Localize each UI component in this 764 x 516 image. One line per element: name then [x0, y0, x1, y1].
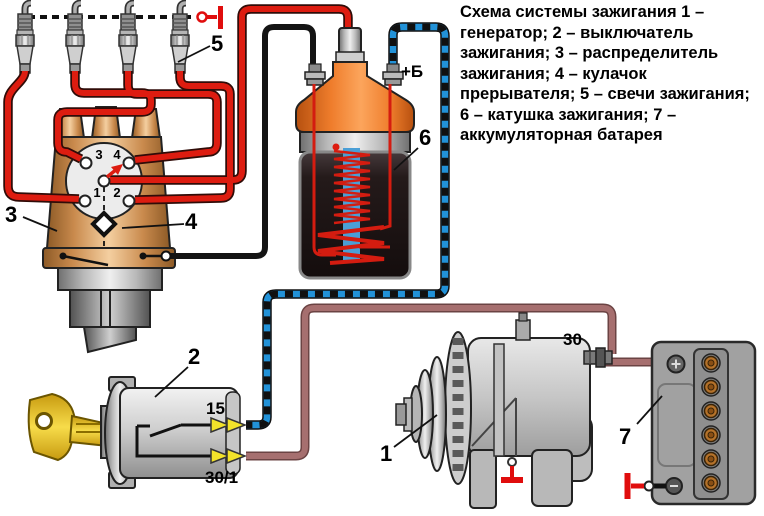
switch-terminal-15 — [210, 416, 248, 434]
wire-coil-ht — [110, 6, 351, 183]
coil-winding-secondary — [333, 149, 371, 225]
cam-diamond — [90, 210, 118, 238]
ground-symbol-top — [196, 6, 223, 29]
switch-terminal-30-1 — [210, 447, 248, 465]
label-coil-plus-b: +Б — [401, 62, 423, 81]
battery — [624, 340, 757, 506]
battery-cells — [701, 353, 721, 493]
distributor-body — [42, 247, 176, 354]
label-terminal-15: 15 — [206, 399, 225, 418]
callout-distributor: 3 — [5, 202, 17, 227]
wire-plug1 — [5, 70, 80, 202]
spark-plug — [65, 0, 85, 74]
spark-plug — [15, 0, 35, 74]
leader-lines — [22, 45, 663, 448]
label-terminal-30: 30 — [563, 330, 582, 349]
high-voltage-wires — [3, 4, 353, 205]
ignition-switch — [27, 376, 248, 489]
battery-ground-symbol — [624, 473, 666, 499]
wire-switch-to-generator — [246, 303, 617, 461]
battery-plus-terminal — [666, 354, 686, 374]
cap-terminal-3-label: 3 — [95, 147, 102, 162]
callout-ignition-coil: 6 — [419, 125, 431, 150]
wire-coil-to-switch-15 — [246, 22, 450, 430]
wire-breaker-to-coil — [170, 24, 316, 259]
callout-breaker-cam: 4 — [185, 209, 198, 234]
cap-terminal-4-label: 4 — [113, 147, 121, 162]
coil-terminal-plus — [382, 63, 404, 86]
cap-terminal-1-label: 1 — [93, 185, 100, 200]
ignition-key — [27, 392, 109, 462]
label-terminal-30-1: 30/1 — [205, 468, 238, 487]
wire-plug3 — [125, 71, 220, 163]
figure-caption: Схема системы зажигания 1 – генератор; 2… — [460, 3, 750, 144]
battery-minus-terminal — [665, 477, 683, 495]
callout-battery: 7 — [619, 424, 631, 449]
generator-terminal-30 — [583, 347, 613, 368]
generator-ground-symbol — [501, 457, 523, 483]
breaker-terminal — [160, 250, 172, 262]
switch-contact-symbol — [135, 423, 213, 458]
breaker-contacts — [59, 252, 162, 267]
coil-terminal-minus — [304, 63, 326, 86]
spark-plug — [170, 0, 190, 74]
callout-spark-plugs: 5 — [211, 31, 223, 56]
callout-ignition-switch: 2 — [188, 344, 200, 369]
generator — [395, 312, 613, 509]
cap-terminal-2-label: 2 — [113, 185, 120, 200]
spark-plug — [118, 0, 138, 74]
ignition-coil — [295, 27, 415, 280]
callout-generator: 1 — [380, 441, 392, 466]
spark-plugs — [15, 0, 190, 74]
distributor-face: 3 4 1 2 — [78, 147, 136, 252]
wire-plug4 — [134, 71, 233, 203]
coil-winding-primary — [317, 225, 385, 265]
wire-plug2 — [55, 71, 154, 162]
